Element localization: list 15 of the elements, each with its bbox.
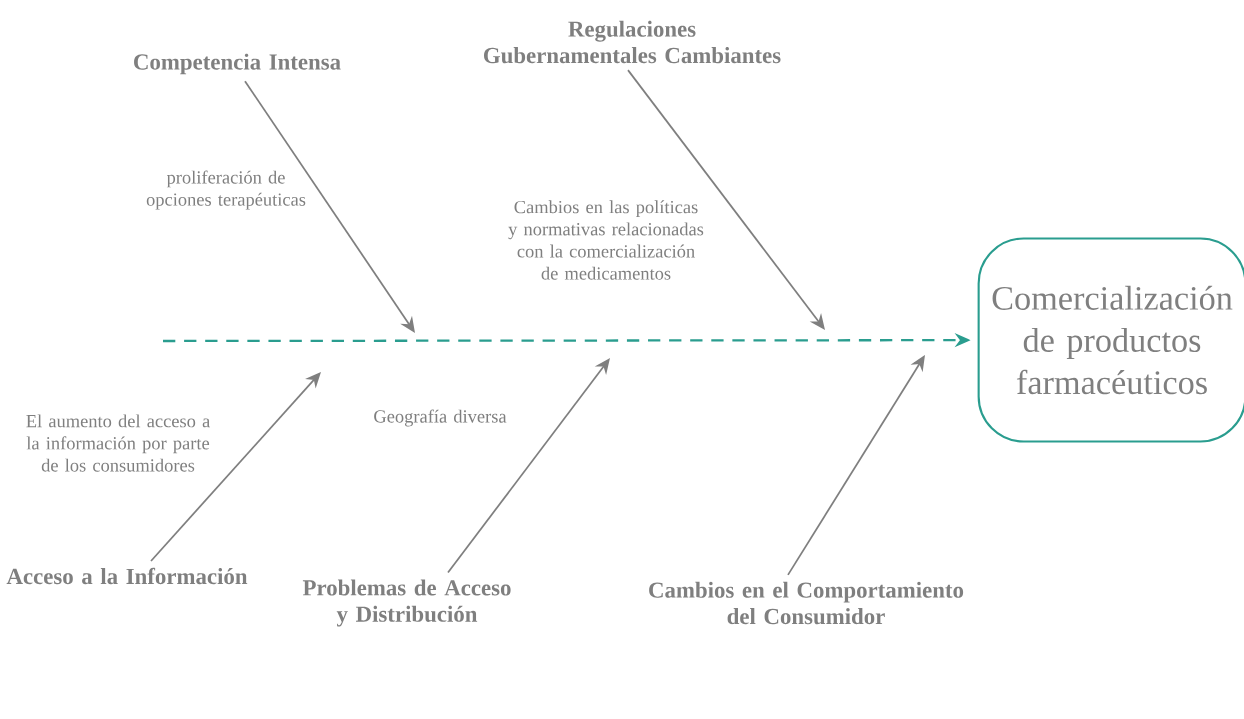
arrow [244,80,415,333]
arrow [627,69,825,330]
cause-note: Geografía diversa [374,409,507,427]
cause-heading: Cambios en el Comportamiento del Consumidor [649,581,964,625]
arrow [447,358,610,574]
arrow [787,355,925,576]
cause-note: Cambios en las políticas y normativas relacionadas con la comercialización de medicamentos [508,200,704,280]
cause-heading: Problemas de Acceso y Distribución [302,579,511,627]
cause-heading: Regulaciones Gubernamentales Cambiantes [484,20,781,64]
cause-note: El aumento del acceso a la información por parte de los consumidores [26,414,210,472]
cause-heading: Competencia Intensa [134,53,341,75]
effect-box: Comercialización de productos farmacéuticos [977,237,1244,443]
cause-heading: Acceso a la Información [6,567,248,585]
cause-note: proliferación de opciones terapéuticas [146,170,306,210]
arrow [150,372,321,562]
